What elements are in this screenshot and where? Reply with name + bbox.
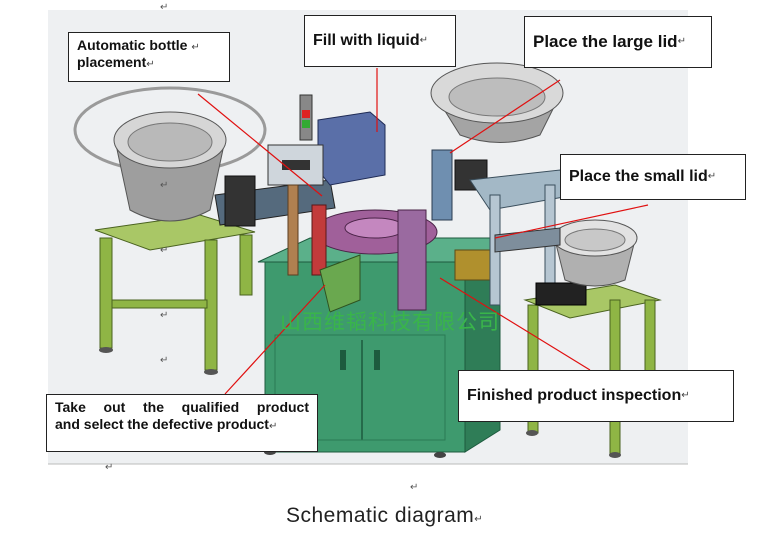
paragraph-mark-icon: ↵ [146,59,155,70]
filling-unit [267,94,386,276]
callout-place-small-lid: Place the small lid↵ [560,154,746,200]
caption-text: Schematic diagram [286,504,475,527]
paragraph-mark-icon: ↵ [410,482,419,493]
paragraph-mark-icon: ↵ [474,514,484,525]
right-small-lid-feeder [494,219,662,458]
callout-bottle-line2: placement [77,54,147,70]
paragraph-mark-icon: ↵ [105,462,114,473]
callout-finished-product-inspection: Finished product inspection↵ [458,370,734,422]
paragraph-mark-icon: ↵ [268,420,278,432]
left-conveyor [214,175,336,227]
left-vibratory-bowl [73,86,267,222]
leader-inspection [439,277,591,371]
leader-small-lid [494,204,649,239]
paragraph-mark-icon: ↵ [681,390,690,401]
leader-lines [197,68,649,395]
callout-bottle-line1: Automatic bottle [77,37,188,53]
callout-place-large-lid: Place the large lid↵ [524,16,712,68]
callout-take-out-line1: Take out the qualified product [55,399,309,415]
center-mechanism [311,149,496,313]
callout-large-lid-label: Place the large lid [533,31,678,51]
paragraph-mark-icon: ↵ [160,180,169,191]
paragraph-mark-icon: ↵ [707,171,717,182]
callout-inspection-label: Finished product inspection [467,387,682,405]
callout-fill-label: Fill with liquid [313,32,420,50]
paragraph-mark-icon: ↵ [160,245,169,256]
paragraph-mark-icon: ↵ [191,42,200,53]
paragraph-mark-icon: ↵ [419,35,429,46]
figure-caption: Schematic diagram↵ [286,504,483,528]
paragraph-mark-icon: ↵ [160,310,169,321]
company-watermark: 山西维韬科技有限公司 [280,310,500,334]
paragraph-mark-icon: ↵ [160,355,169,366]
paragraph-mark-icon: ↵ [677,36,686,47]
callout-automatic-bottle-placement: Automatic bottle ↵ placement↵ [68,32,230,82]
callout-fill-with-liquid: Fill with liquid↵ [304,15,456,67]
callout-small-lid-label: Place the small lid [569,168,708,186]
callout-take-out-line2: and select the defective product [55,415,269,432]
leader-take-out [224,284,326,395]
leader-large-lid [449,79,561,154]
paragraph-mark-icon: ↵ [160,2,169,13]
callout-take-out-qualified: Take out the qualified product and selec… [46,394,318,452]
leader-bottle-placement [197,93,323,197]
